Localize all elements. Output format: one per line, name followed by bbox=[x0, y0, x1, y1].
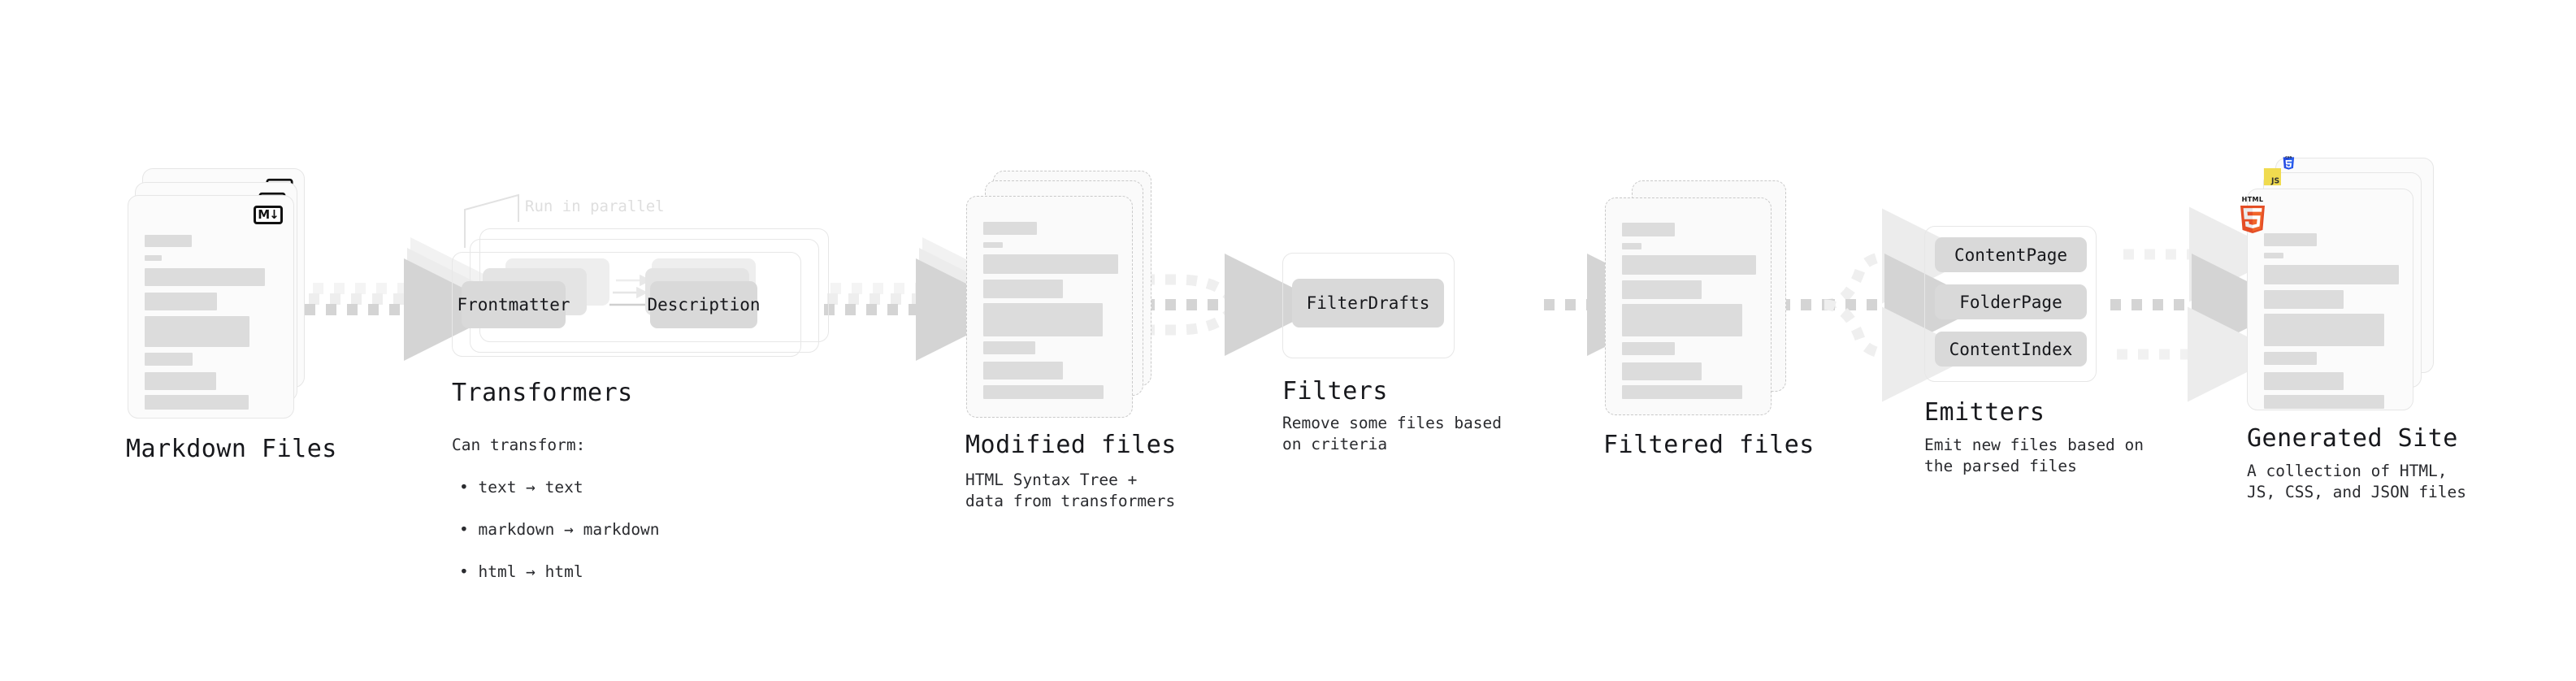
skeleton-line bbox=[1622, 255, 1756, 275]
skeleton-line bbox=[2264, 290, 2344, 309]
markdown-files-label: Markdown Files bbox=[126, 435, 337, 463]
transformers-description: Can transform: • text → text • markdown … bbox=[452, 414, 660, 604]
skeleton-line bbox=[145, 353, 193, 366]
transformers-desc-bullet-1: • text → text bbox=[459, 478, 583, 497]
arrow-markdown-to-transformers bbox=[305, 237, 513, 361]
filters-label: Filters bbox=[1282, 377, 1388, 406]
skeleton-line bbox=[1622, 362, 1702, 380]
emitters-description: Emit new files based on the parsed files bbox=[1924, 436, 2144, 475]
skeleton-line bbox=[983, 385, 1104, 399]
arrow-modified-to-filters bbox=[1144, 254, 1327, 356]
filtered-card-front bbox=[1605, 197, 1772, 415]
skeleton-line bbox=[145, 316, 249, 347]
frontmatter-chip-label: Frontmatter bbox=[457, 295, 570, 314]
skeleton-line bbox=[145, 268, 265, 286]
javascript-icon-label: JS bbox=[2270, 176, 2280, 186]
folderpage-chip-label: FolderPage bbox=[1959, 292, 2062, 312]
skeleton-line bbox=[145, 235, 192, 247]
skeleton-line bbox=[983, 254, 1118, 274]
markdown-card-front: M↓ bbox=[128, 195, 294, 419]
contentpage-chip-label: ContentPage bbox=[1954, 245, 2068, 265]
filterdrafts-chip-label: FilterDrafts bbox=[1306, 293, 1430, 313]
markdown-icon-letter: M bbox=[258, 207, 270, 222]
skeleton-line bbox=[2264, 372, 2344, 390]
description-chip-label: Description bbox=[647, 295, 761, 314]
skeleton-line bbox=[1622, 280, 1702, 299]
javascript-icon: JS bbox=[2263, 168, 2281, 186]
html5-icon-label: HTML bbox=[2241, 196, 2264, 203]
contentpage-chip[interactable]: ContentPage bbox=[1935, 237, 2087, 272]
skeleton-line bbox=[145, 255, 162, 261]
skeleton-line bbox=[983, 242, 1003, 248]
frontmatter-chip[interactable]: Frontmatter bbox=[457, 281, 570, 328]
run-in-parallel-annotation: Run in parallel bbox=[525, 197, 665, 215]
transformers-desc-head: Can transform: bbox=[452, 436, 586, 454]
modified-files-description: HTML Syntax Tree + data from transformer… bbox=[965, 471, 1176, 510]
emitters-box bbox=[1924, 226, 2097, 382]
generated-site-label: Generated Site bbox=[2247, 424, 2458, 453]
skeleton-line bbox=[2264, 233, 2317, 246]
skeleton-line bbox=[2264, 352, 2317, 365]
transformers-box-front bbox=[452, 252, 801, 357]
skeleton-line bbox=[1622, 304, 1742, 336]
modified-card-front bbox=[966, 196, 1133, 418]
skeleton-line bbox=[1622, 385, 1742, 399]
filters-box bbox=[1282, 253, 1455, 358]
css3-icon-label: CSS bbox=[2285, 155, 2292, 159]
transformers-label: Transformers bbox=[452, 379, 633, 407]
description-chip[interactable]: Description bbox=[647, 281, 761, 328]
skeleton-line bbox=[2264, 314, 2384, 346]
skeleton-line bbox=[2264, 253, 2283, 258]
folderpage-chip[interactable]: FolderPage bbox=[1935, 284, 2087, 319]
generated-site-description: A collection of HTML, JS, CSS, and JSON … bbox=[2247, 462, 2467, 501]
transformers-desc-bullet-3: • html → html bbox=[459, 562, 583, 581]
css3-icon-shield bbox=[2283, 157, 2295, 170]
modified-files-label: Modified files bbox=[965, 431, 1177, 459]
css3-icon: CSS bbox=[2283, 156, 2295, 171]
arrow-emitters-to-site bbox=[2110, 206, 2294, 402]
skeleton-line bbox=[145, 395, 249, 410]
skeleton-line bbox=[983, 222, 1037, 235]
arrow-filtered-to-emitters bbox=[1780, 208, 1987, 402]
markdown-icon: M↓ bbox=[254, 206, 283, 224]
skeleton-line bbox=[983, 280, 1063, 298]
emitters-label: Emitters bbox=[1924, 398, 2045, 427]
markdown-icon-arrow: ↓ bbox=[269, 207, 280, 222]
skeleton-line bbox=[2264, 265, 2399, 284]
contentindex-chip-label: ContentIndex bbox=[1949, 339, 2073, 359]
skeleton-line bbox=[1622, 243, 1641, 249]
filterdrafts-chip[interactable]: FilterDrafts bbox=[1292, 279, 1444, 327]
generated-card-front-html: HTML bbox=[2240, 189, 2413, 410]
filtered-files-label: Filtered files bbox=[1603, 431, 1815, 459]
html5-icon-shield bbox=[2240, 206, 2265, 233]
arrow-transformers-to-modified bbox=[824, 237, 1025, 361]
transformers-desc-bullet-2: • markdown → markdown bbox=[459, 520, 660, 539]
skeleton-line bbox=[1622, 223, 1675, 236]
skeleton-line bbox=[983, 362, 1063, 380]
html5-icon: HTML bbox=[2239, 196, 2266, 233]
skeleton-line bbox=[983, 303, 1103, 336]
skeleton-line bbox=[145, 293, 217, 310]
contentindex-chip[interactable]: ContentIndex bbox=[1935, 332, 2087, 367]
skeleton-line bbox=[1622, 342, 1675, 355]
skeleton-line bbox=[145, 372, 216, 390]
skeleton-line bbox=[2264, 395, 2384, 409]
filters-description: Remove some files based on criteria bbox=[1282, 414, 1503, 453]
skeleton-line bbox=[983, 341, 1035, 354]
